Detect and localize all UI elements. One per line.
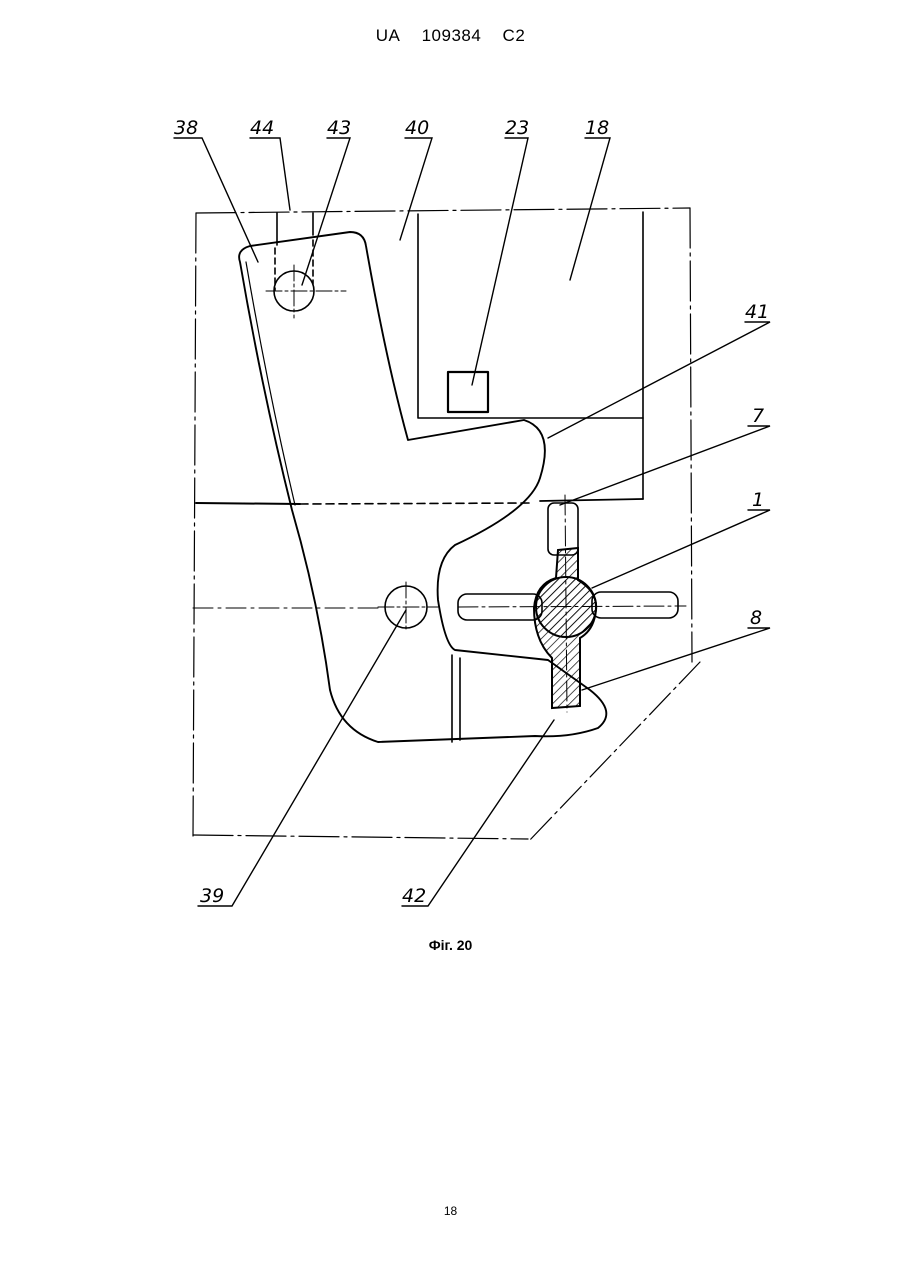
frame-right-line — [690, 208, 692, 662]
leader-42 — [402, 720, 554, 906]
cross-rod-right — [592, 592, 678, 618]
page-number: 18 — [0, 1204, 901, 1218]
label-18: 18 — [585, 117, 609, 139]
label-40: 40 — [405, 117, 429, 139]
figure-caption: Фіг. 20 — [0, 937, 901, 953]
label-8: 8 — [750, 607, 762, 629]
leader-44 — [250, 138, 290, 210]
leader-8 — [582, 628, 770, 690]
leader-7 — [560, 426, 770, 505]
separator-right-line — [540, 499, 643, 501]
cross-rod-top — [548, 503, 578, 555]
block-18 — [418, 212, 643, 418]
label-44: 44 — [250, 117, 274, 139]
label-41: 41 — [745, 301, 769, 323]
label-1: 1 — [752, 489, 764, 511]
lever-38-edge — [246, 262, 295, 505]
hub-1 — [536, 577, 596, 637]
label-43: 43 — [327, 117, 351, 139]
label-23: 23 — [505, 117, 529, 139]
leader-40 — [400, 138, 432, 240]
leader-38 — [174, 138, 258, 262]
label-7: 7 — [752, 405, 764, 427]
frame-top-line — [196, 208, 690, 213]
leader-1 — [592, 510, 770, 588]
separator-line — [196, 503, 300, 504]
leader-23 — [472, 138, 528, 385]
label-39: 39 — [200, 885, 224, 907]
label-42: 42 — [402, 885, 426, 907]
label-38: 38 — [174, 117, 198, 139]
frame-bottom-line — [193, 835, 528, 839]
separator-dashed-line — [300, 503, 530, 504]
part-23-square — [448, 372, 488, 412]
frame-left-line — [193, 213, 196, 838]
leader-41 — [548, 322, 770, 438]
leader-39 — [198, 610, 406, 906]
